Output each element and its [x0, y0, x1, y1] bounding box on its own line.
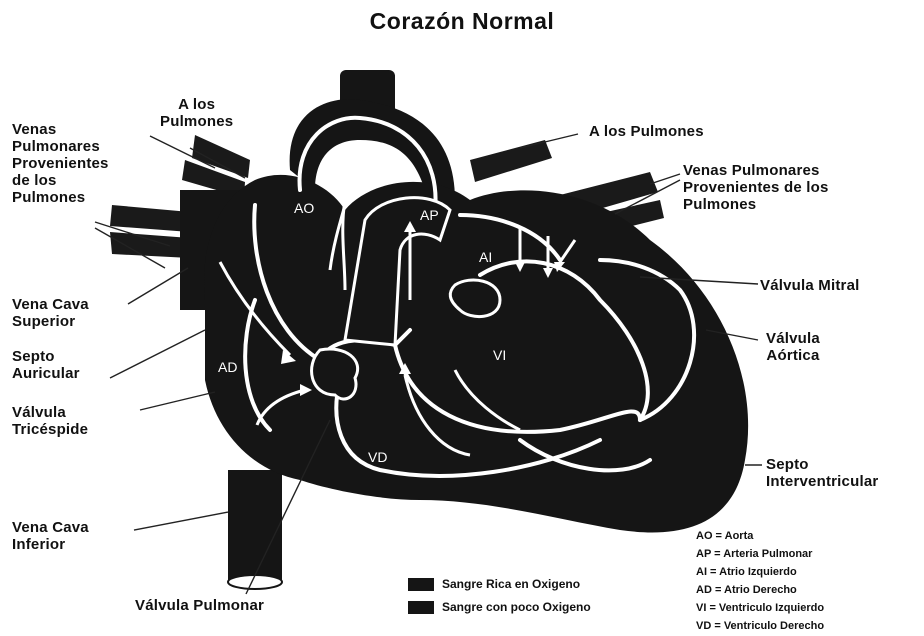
label-valvula-mitral: Válvula Mitral — [760, 277, 860, 294]
abbreviation-list: AO = Aorta AP = Arteria Pulmonar AI = At… — [696, 527, 824, 635]
label-a-los-pulmones-right: A los Pulmones — [589, 123, 704, 140]
legend-item-oxygen-rich: Sangre Rica en Oxigeno — [408, 577, 580, 591]
label-vena-cava-superior: Vena Cava Superior — [12, 296, 89, 330]
chamber-label-ai: AI — [479, 249, 492, 265]
label-venas-pulmonares-right: Venas Pulmonares Provenientes de los Pul… — [683, 162, 829, 213]
abbreviation-item: AD = Atrio Derecho — [696, 581, 824, 599]
abbreviation-item: VD = Ventriculo Derecho — [696, 617, 824, 635]
label-valvula-tricuspide: Válvula Tricéspide — [12, 404, 88, 438]
abbreviation-item: AO = Aorta — [696, 527, 824, 545]
label-septo-auricular: Septo Auricular — [12, 348, 80, 382]
legend-swatch — [408, 578, 434, 591]
chamber-label-ao: AO — [294, 200, 314, 216]
chamber-label-vd: VD — [368, 449, 387, 465]
abbreviation-item: AI = Atrio Izquierdo — [696, 563, 824, 581]
legend-label: Sangre Rica en Oxigeno — [442, 577, 580, 591]
label-vena-cava-inferior: Vena Cava Inferior — [12, 519, 89, 553]
legend-swatch — [408, 601, 434, 614]
label-valvula-aortica: Válvula Aórtica — [766, 330, 820, 364]
chamber-label-vi: VI — [493, 347, 506, 363]
chamber-label-ap: AP — [420, 207, 439, 223]
label-septo-interventricular: Septo Interventricular — [766, 456, 878, 490]
label-venas-pulmonares-left: Venas Pulmonares Provenientes de los Pul… — [12, 121, 109, 206]
chamber-label-ad: AD — [218, 359, 237, 375]
legend-label: Sangre con poco Oxigeno — [442, 600, 591, 614]
abbreviation-item: VI = Ventriculo Izquierdo — [696, 599, 824, 617]
inferior-vena-cava — [228, 470, 282, 580]
abbreviation-item: AP = Arteria Pulmonar — [696, 545, 824, 563]
label-valvula-pulmonar: Válvula Pulmonar — [135, 597, 264, 614]
legend-item-oxygen-poor: Sangre con poco Oxigeno — [408, 600, 591, 614]
label-a-los-pulmones-left: A los Pulmones — [160, 96, 233, 130]
